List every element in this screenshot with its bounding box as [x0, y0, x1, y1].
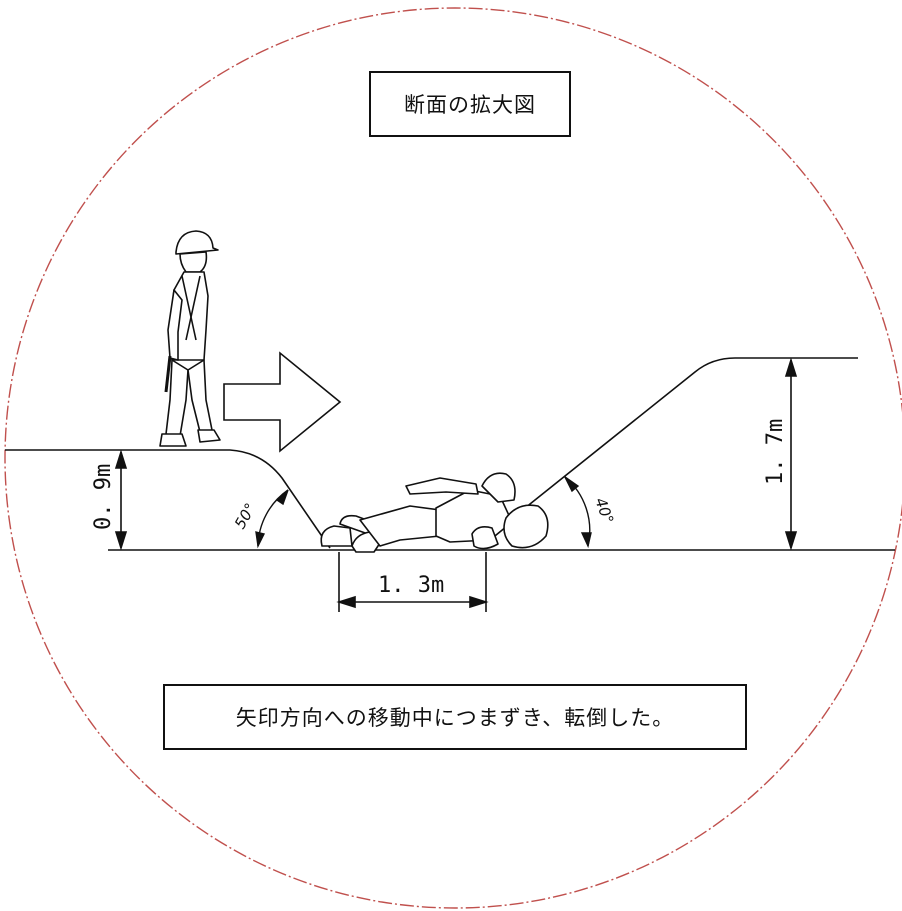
bottom-width-dimension: [336, 552, 489, 612]
right-height-dimension: [784, 357, 798, 551]
left-height-dimension: [114, 449, 128, 551]
right-angle-label: 40°: [591, 495, 617, 526]
right-angle-arc: [564, 476, 592, 549]
left-angle-arc: [255, 489, 289, 549]
magnifier-circle: [4, 7, 902, 909]
fallen-worker-icon: [320, 472, 549, 553]
standing-worker-icon: [159, 230, 221, 447]
left-ground-line: [5, 449, 331, 549]
bottom-width-label: 1. 3m: [378, 573, 444, 598]
left-height-label: 0. 9m: [91, 464, 116, 530]
right-height-label: 1. 7m: [763, 419, 788, 485]
diagram-title: 断面の拡大図: [369, 71, 571, 137]
right-ground-line: [519, 357, 858, 513]
direction-arrow-icon: [223, 351, 342, 453]
incident-caption: 矢印方向への移動中につまずき、転倒した。: [163, 684, 747, 750]
left-angle-label: 50°: [231, 500, 260, 532]
ground-profile: [5, 357, 895, 551]
